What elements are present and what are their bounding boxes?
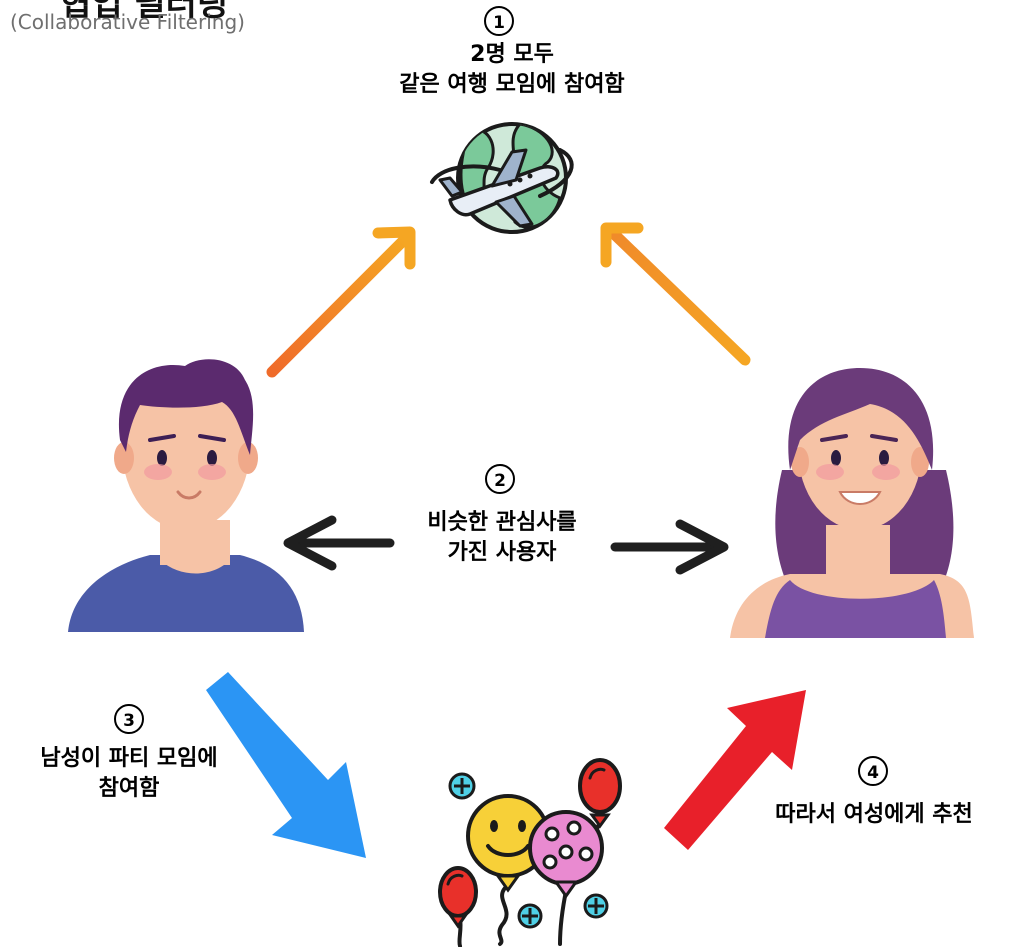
step-4-label: 따라서 여성에게 추천 bbox=[730, 800, 1018, 830]
arrow-to-woman bbox=[610, 519, 729, 575]
step-1-line-1: 2명 모두 bbox=[470, 42, 554, 67]
arrow-woman-to-globe bbox=[600, 222, 751, 366]
arrow-man-to-party bbox=[206, 672, 366, 858]
step-3-badge: 3 bbox=[114, 704, 144, 734]
step-2-label: 비슷한 관심사를 가진 사용자 bbox=[380, 508, 624, 568]
step-2-line-2: 가진 사용자 bbox=[447, 540, 557, 565]
man-avatar-icon bbox=[68, 359, 304, 632]
step-1-label: 2명 모두 같은 여행 모임에 참여함 bbox=[300, 40, 724, 100]
step-3-label: 남성이 파티 모임에 참여함 bbox=[0, 744, 258, 804]
balloons-icon bbox=[438, 758, 622, 947]
step-4-line-1: 따라서 여성에게 추천 bbox=[775, 802, 973, 827]
step-2-badge: 2 bbox=[485, 464, 515, 494]
step-3-line-2: 참여함 bbox=[98, 776, 160, 801]
step-1-line-2: 같은 여행 모임에 참여함 bbox=[399, 72, 625, 97]
arrow-party-to-woman bbox=[664, 690, 806, 850]
page-title: 협업 필터링 bbox=[60, 0, 229, 24]
globe-airplane-icon bbox=[430, 122, 574, 234]
step-4-badge: 4 bbox=[858, 756, 888, 786]
woman-avatar-icon bbox=[730, 368, 974, 638]
step-1-badge: 1 bbox=[484, 6, 514, 36]
page-subtitle: (Collaborative Filtering) bbox=[10, 10, 245, 34]
step-3-line-1: 남성이 파티 모임에 bbox=[40, 746, 218, 771]
arrow-man-to-globe bbox=[266, 226, 416, 378]
step-2-line-1: 비슷한 관심사를 bbox=[427, 510, 577, 535]
arrow-to-man bbox=[283, 515, 395, 571]
